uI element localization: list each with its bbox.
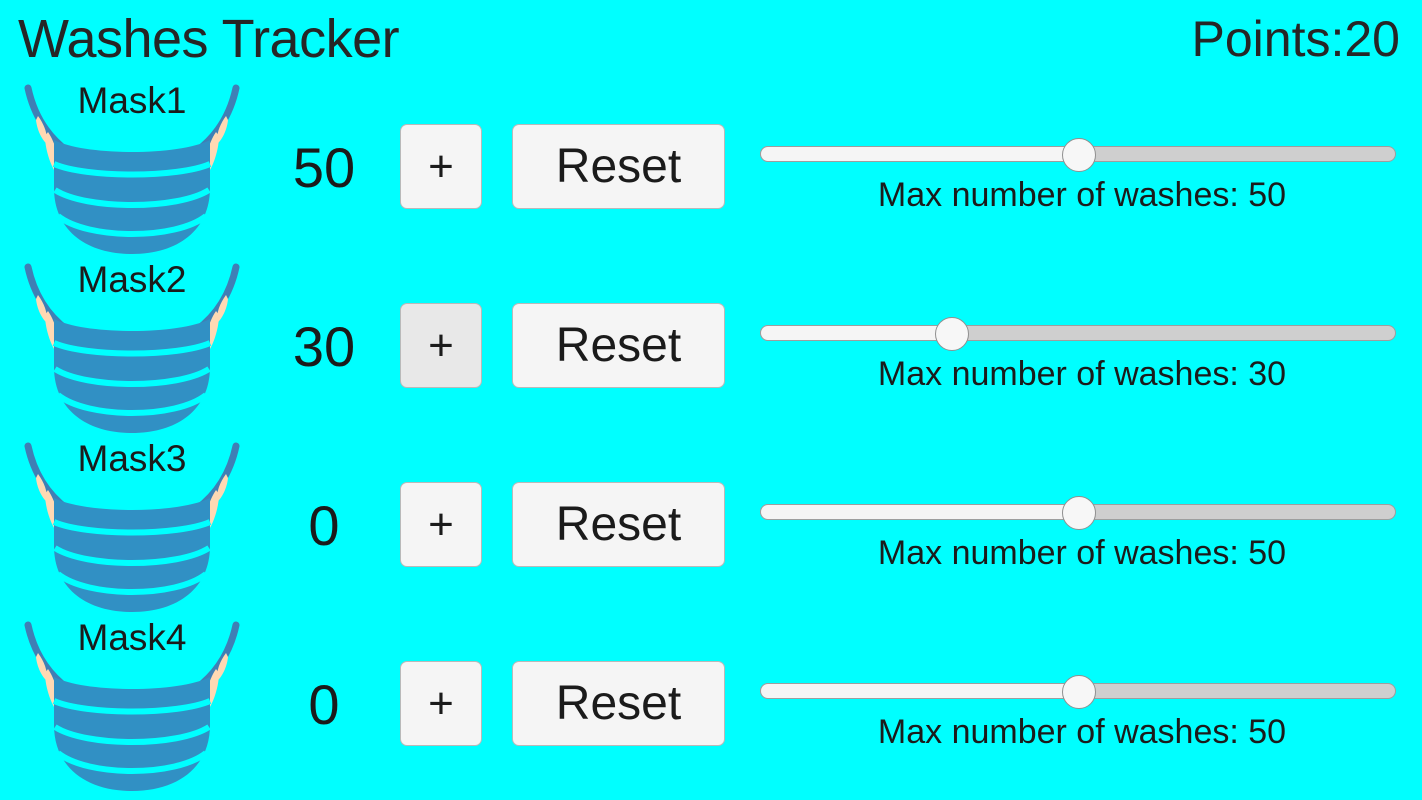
mask-row-mask2: Mask2 30 + Reset Max number of washes: 3…: [0, 257, 1422, 436]
max-washes-caption: Max number of washes: 50: [877, 176, 1287, 214]
mask-icon-cell: Mask2: [8, 257, 256, 436]
wash-count-value: 30: [292, 314, 356, 378]
slider-thumb[interactable]: [935, 317, 969, 351]
reset-button-mask4[interactable]: Reset: [512, 661, 725, 746]
max-washes-slider-cell: Max number of washes: 30: [752, 257, 1412, 436]
face-mask-icon: [24, 263, 240, 433]
mask-row-mask3: Mask3 0 + Reset Max number of washes: 50: [0, 436, 1422, 615]
increment-button-mask1[interactable]: +: [400, 124, 482, 209]
wash-count-value: 0: [308, 672, 340, 736]
max-washes-slider-cell: Max number of washes: 50: [752, 78, 1412, 257]
max-washes-slider-mask1[interactable]: [760, 138, 1396, 172]
face-mask-icon: [24, 442, 240, 612]
max-washes-slider-cell: Max number of washes: 50: [752, 615, 1412, 794]
slider-thumb[interactable]: [1062, 496, 1096, 530]
max-washes-slider-mask2[interactable]: [760, 317, 1396, 351]
reset-button-mask2[interactable]: Reset: [512, 303, 725, 388]
mask-icon-cell: Mask1: [8, 78, 256, 257]
page-title: Washes Tracker: [18, 9, 400, 69]
max-washes-slider-mask4[interactable]: [760, 675, 1396, 709]
wash-count-value: 0: [308, 493, 340, 557]
points-counter: Points:20: [1191, 11, 1400, 67]
max-washes-slider-mask3[interactable]: [760, 496, 1396, 530]
reset-button-mask1[interactable]: Reset: [512, 124, 725, 209]
slider-track-fill: [760, 683, 1078, 699]
max-washes-caption: Max number of washes: 50: [877, 713, 1287, 751]
mask-icon-cell: Mask4: [8, 615, 256, 794]
slider-track-fill: [760, 146, 1078, 162]
mask-row-list: Mask1 50 + Reset Max number of washes: 5…: [0, 78, 1422, 794]
mask-row-mask1: Mask1 50 + Reset Max number of washes: 5…: [0, 78, 1422, 257]
app-header: Washes Tracker Points:20: [0, 0, 1422, 78]
slider-thumb[interactable]: [1062, 138, 1096, 172]
mask-row-mask4: Mask4 0 + Reset Max number of washes: 50: [0, 615, 1422, 794]
wash-count-value: 50: [292, 135, 356, 199]
max-washes-caption: Max number of washes: 30: [877, 355, 1287, 393]
increment-button-mask4[interactable]: +: [400, 661, 482, 746]
slider-track-fill: [760, 504, 1078, 520]
max-washes-slider-cell: Max number of washes: 50: [752, 436, 1412, 615]
face-mask-icon: [24, 84, 240, 254]
mask-icon-cell: Mask3: [8, 436, 256, 615]
face-mask-icon: [24, 621, 240, 791]
increment-button-mask2[interactable]: +: [400, 303, 482, 388]
reset-button-mask3[interactable]: Reset: [512, 482, 725, 567]
slider-thumb[interactable]: [1062, 675, 1096, 709]
max-washes-caption: Max number of washes: 50: [877, 534, 1287, 572]
increment-button-mask3[interactable]: +: [400, 482, 482, 567]
slider-track-fill: [760, 325, 951, 341]
